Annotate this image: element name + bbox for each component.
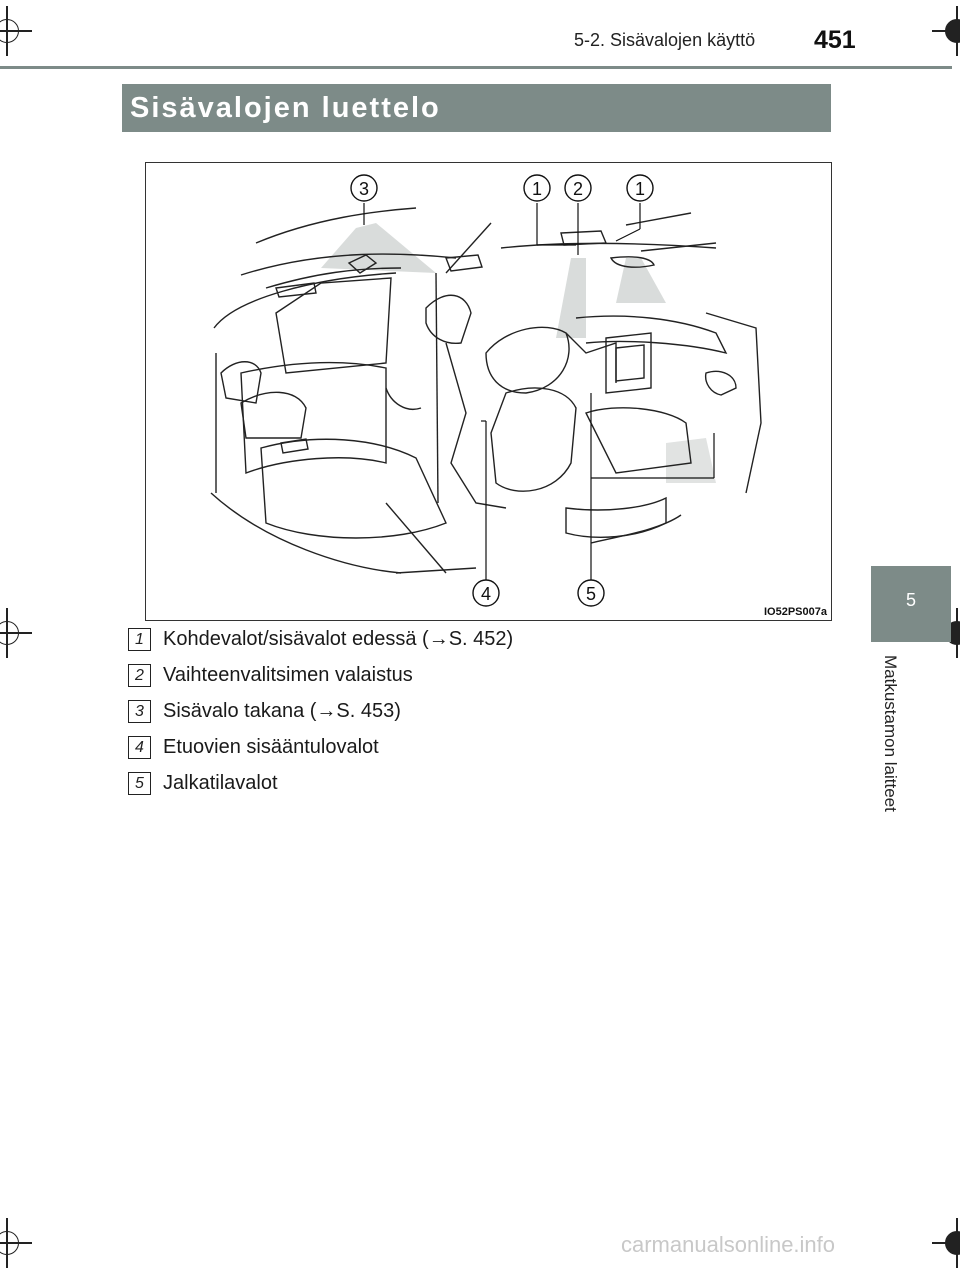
chapter-label-container: Matkustamon laitteet: [878, 655, 908, 855]
legend-item: 1 Kohdevalot/sisävalot edessä (→S. 452): [128, 628, 728, 664]
section-title: Sisävalojen luettelo: [130, 92, 441, 124]
callout-2: 2: [573, 179, 583, 199]
chapter-tab: 5: [871, 566, 951, 642]
legend-text: Vaihteenvalitsimen valaistus: [163, 664, 413, 686]
legend-number: 3: [128, 700, 151, 723]
callout-3: 3: [359, 179, 369, 199]
watermark: carmanualsonline.info: [621, 1232, 836, 1257]
legend-number: 4: [128, 736, 151, 759]
page-number: 451: [814, 26, 856, 54]
chapter-label: Matkustamon laitteet: [881, 655, 900, 812]
interior-lights-illustration: 3 1 2 1 4 5 IO52PS007a: [145, 162, 832, 621]
header-section-title: 5-2. Sisävalojen käyttö: [574, 30, 756, 50]
legend-number: 2: [128, 664, 151, 687]
legend-text: Etuovien sisääntulovalot: [163, 736, 379, 758]
legend-item: 3 Sisävalo takana (→S. 453): [128, 700, 728, 736]
legend-text: Kohdevalot/sisävalot edessä (→S. 452): [163, 628, 514, 650]
registration-mark-top-right: [932, 6, 960, 56]
legend-number: 5: [128, 772, 151, 795]
chapter-number: 5: [905, 590, 916, 610]
legend-item: 2 Vaihteenvalitsimen valaistus: [128, 664, 728, 700]
figure-code: IO52PS007a: [764, 606, 827, 618]
registration-mark-bottom-right: [932, 1218, 960, 1268]
legend-item: 5 Jalkatilavalot: [128, 772, 728, 808]
registration-mark-top-left: [0, 6, 32, 56]
legend-item: 4 Etuovien sisääntulovalot: [128, 736, 728, 772]
light-cone-front-right: [616, 258, 666, 303]
legend-list: 1 Kohdevalot/sisävalot edessä (→S. 452) …: [128, 628, 728, 808]
callout-5: 5: [586, 584, 596, 604]
registration-mark-bottom-left: [0, 1218, 32, 1268]
legend-number: 1: [128, 628, 151, 651]
legend-text: Sisävalo takana (→S. 453): [163, 700, 401, 722]
light-cone-rear: [321, 223, 436, 273]
callout-1-right: 1: [635, 179, 645, 199]
legend-text: Jalkatilavalot: [163, 772, 278, 794]
callout-1-left: 1: [532, 179, 542, 199]
car-interior-drawing: 3 1 2 1 4 5: [210, 174, 762, 607]
callout-4: 4: [481, 584, 491, 604]
section-title-bar: Sisävalojen luettelo: [122, 84, 831, 132]
header-rule: [0, 66, 952, 69]
light-cone-front-left: [556, 258, 586, 338]
registration-mark-mid-left: [0, 608, 32, 658]
